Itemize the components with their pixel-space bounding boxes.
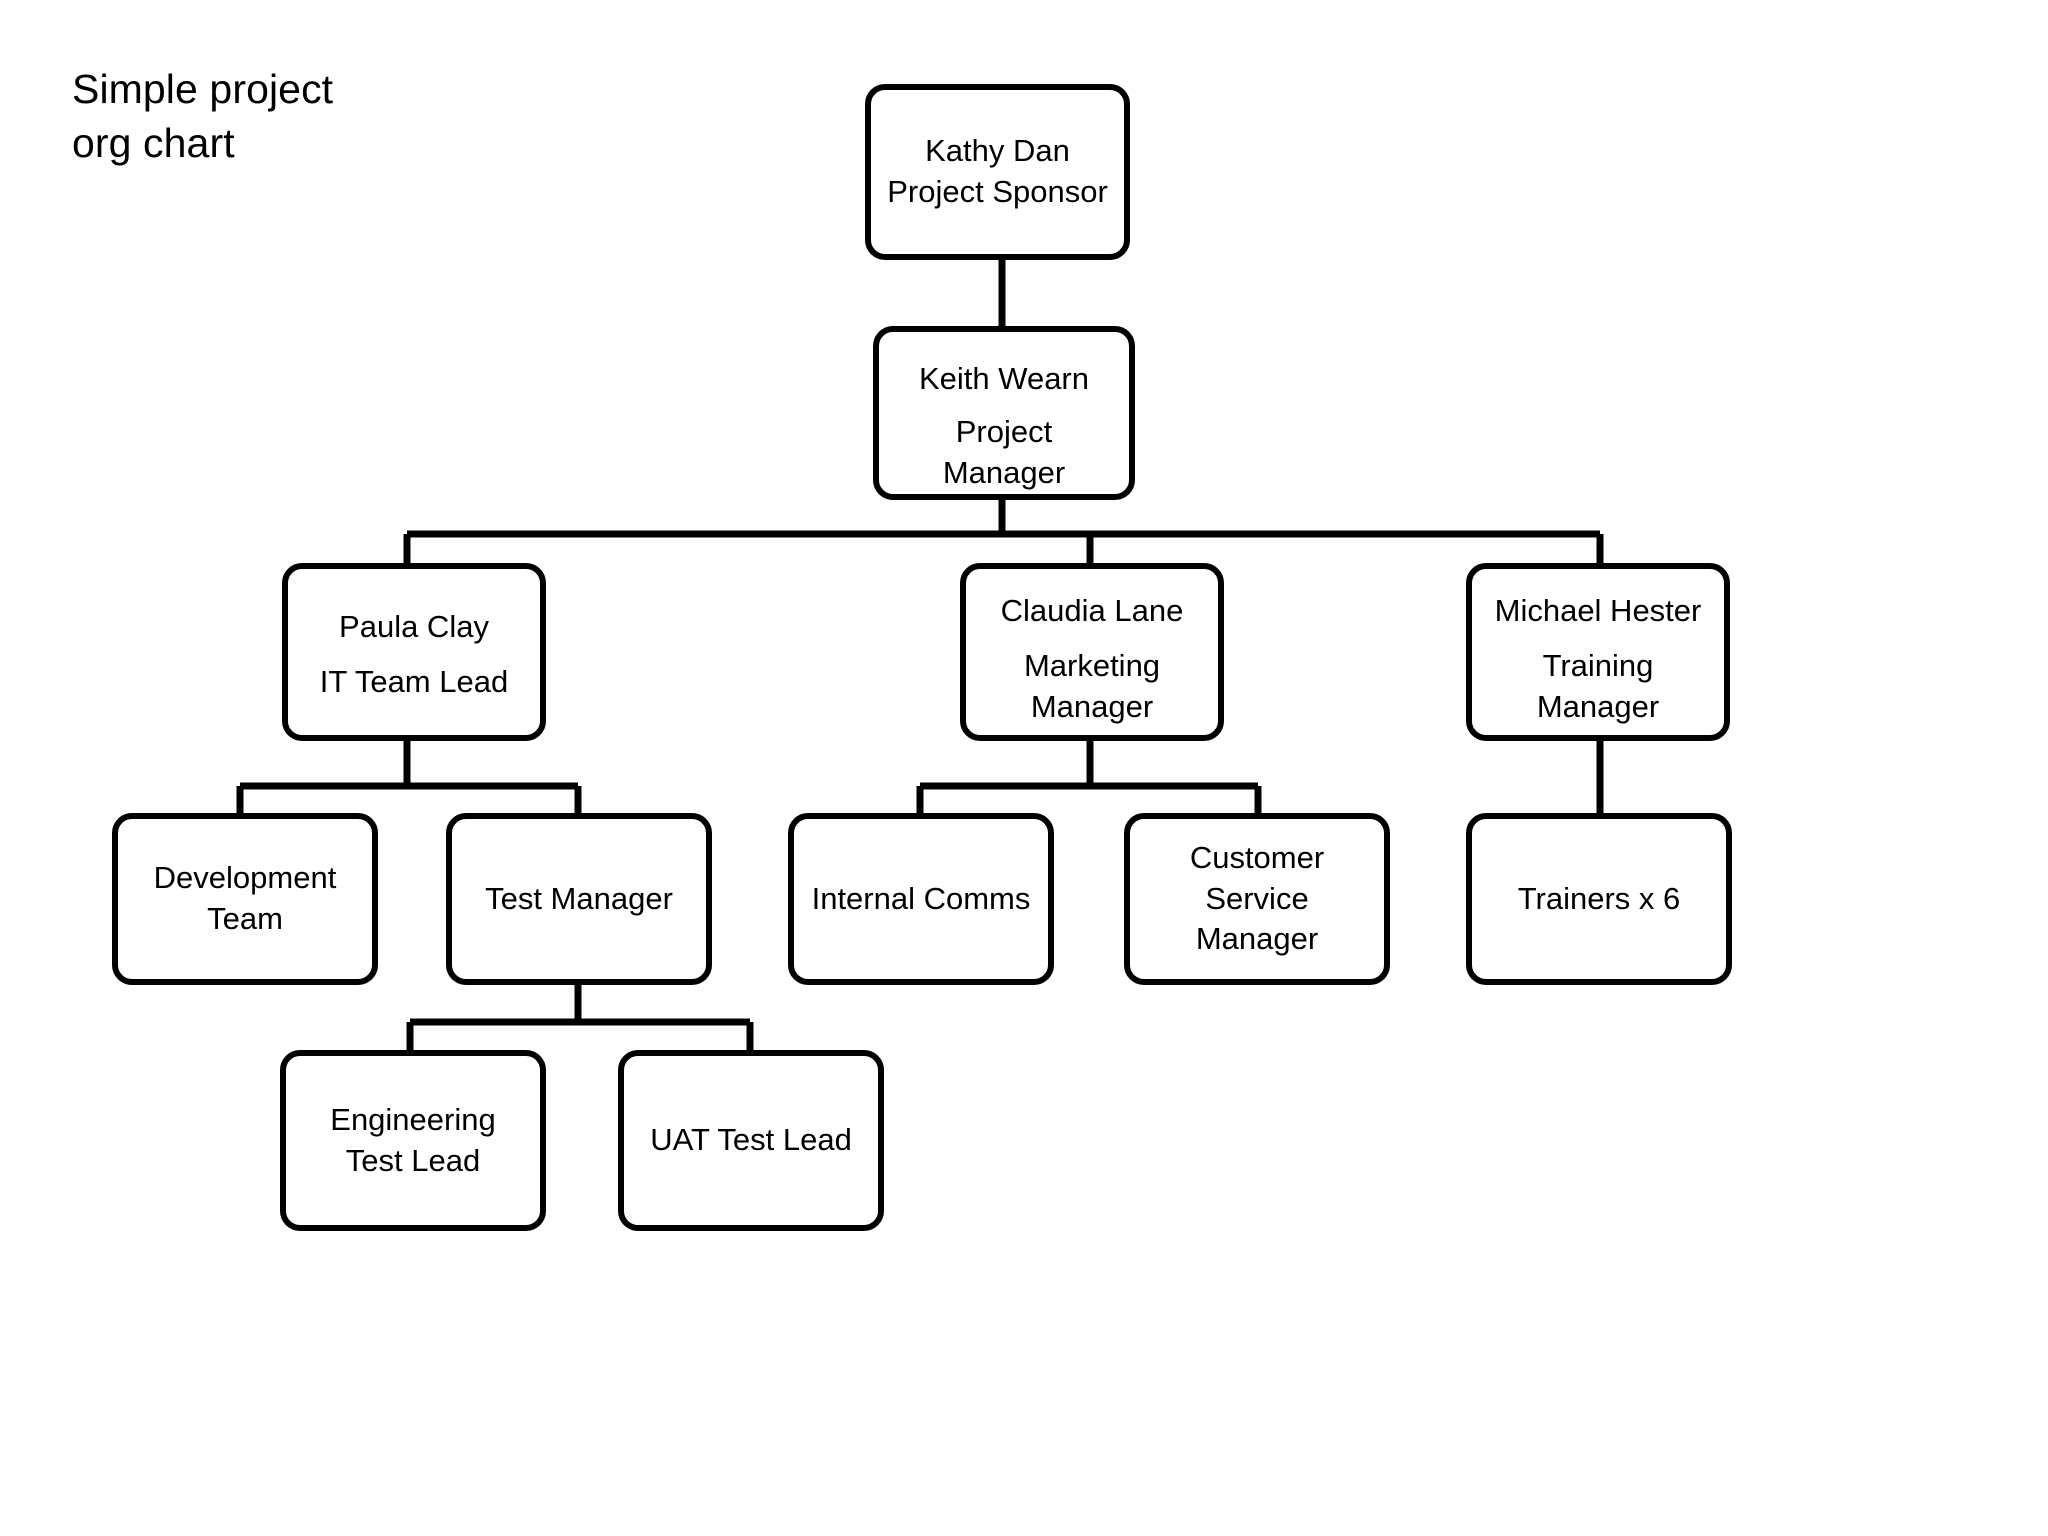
node-keith-wearn-line3: Manager (942, 455, 1066, 491)
node-keith-wearn-line1: Keith Wearn (918, 360, 1089, 396)
node-customer-service-manager-line2: Service (1205, 880, 1309, 916)
node-paula-clay-line2: IT Team Lead (319, 663, 509, 699)
node-trainers-line1: Trainers x 6 (1517, 880, 1681, 916)
node-michael-hester-line1: Michael Hester (1494, 593, 1702, 628)
node-development-team[interactable]: Development Team (112, 813, 378, 985)
node-engineering-test-lead[interactable]: Engineering Test Lead (280, 1050, 546, 1231)
node-development-team-line1: Development (153, 860, 337, 896)
node-internal-comms[interactable]: Internal Comms (788, 813, 1054, 985)
node-customer-service-manager-line1: Customer (1189, 839, 1325, 875)
node-uat-test-lead[interactable]: UAT Test Lead (618, 1050, 884, 1231)
node-internal-comms-line1: Internal Comms (811, 880, 1031, 916)
node-michael-hester-line3: Manager (1536, 688, 1660, 724)
node-uat-test-lead-line1: UAT Test Lead (650, 1122, 852, 1158)
node-claudia-lane-line2: Marketing (1023, 647, 1161, 683)
node-test-manager[interactable]: Test Manager (446, 813, 712, 985)
node-michael-hester[interactable]: Michael Hester Training Manager (1466, 563, 1730, 741)
node-engineering-test-lead-line2: Test Lead (345, 1142, 481, 1178)
node-keith-wearn[interactable]: Keith Wearn Project Manager (873, 326, 1135, 500)
node-claudia-lane-line3: Manager (1030, 688, 1154, 724)
node-kathy-dan-line1: Kathy Dan (925, 133, 1070, 169)
node-trainers[interactable]: Trainers x 6 (1466, 813, 1732, 985)
node-kathy-dan-line2: Project Sponsor (887, 174, 1108, 209)
node-kathy-dan[interactable]: Kathy Dan Project Sponsor (865, 84, 1130, 260)
page-title-line1: Simple project (72, 66, 334, 112)
node-development-team-line2: Team (207, 901, 283, 936)
node-engineering-test-lead-line1: Engineering (330, 1101, 496, 1137)
node-michael-hester-line2: Training (1542, 647, 1654, 683)
node-keith-wearn-line2: Project (955, 414, 1053, 450)
node-customer-service-manager-line3: Manager (1195, 921, 1319, 957)
node-paula-clay-line1: Paula Clay (339, 609, 489, 644)
node-test-manager-line1: Test Manager (485, 880, 673, 916)
page-title-line2: org chart (72, 120, 235, 167)
page-title: Simple project org chart (72, 62, 333, 170)
node-claudia-lane[interactable]: Claudia Lane Marketing Manager (960, 563, 1224, 741)
node-customer-service-manager[interactable]: Customer Service Manager (1124, 813, 1390, 985)
node-paula-clay[interactable]: Paula Clay IT Team Lead (282, 563, 546, 741)
node-claudia-lane-line1: Claudia Lane (1000, 593, 1184, 628)
